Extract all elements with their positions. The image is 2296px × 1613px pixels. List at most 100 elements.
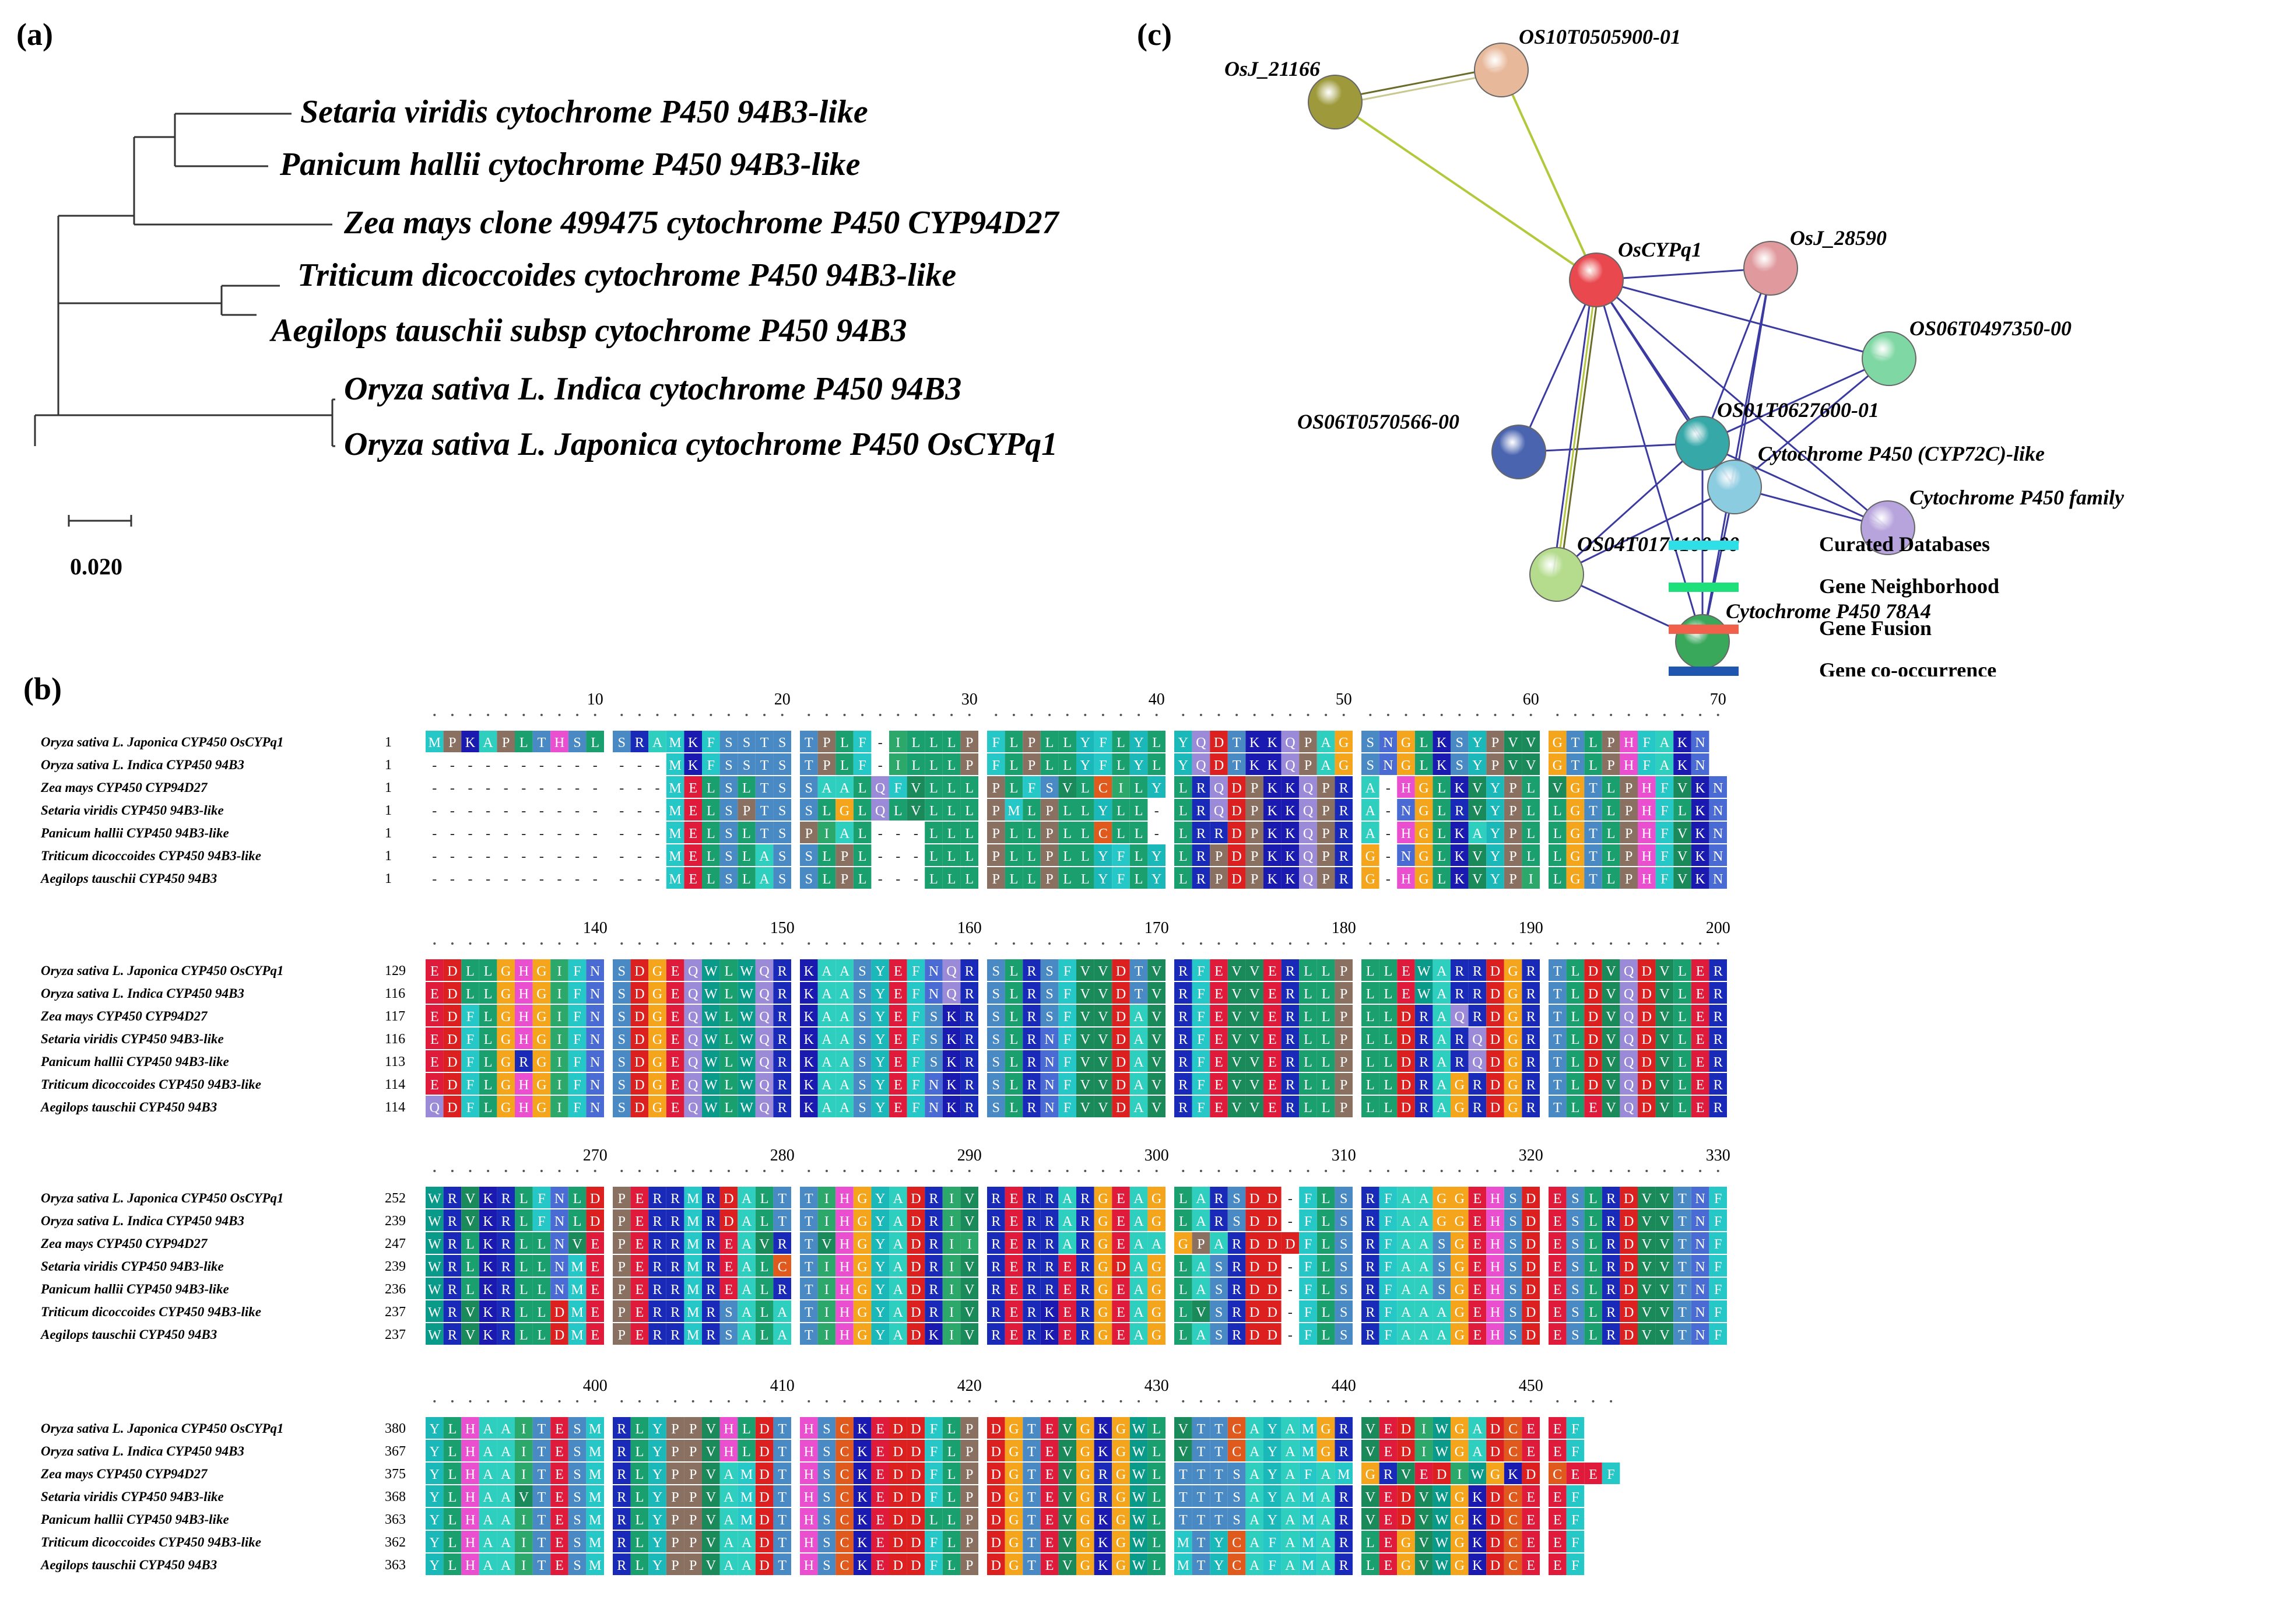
residue-letter: R <box>1286 964 1295 979</box>
network-node-cypfam[interactable] <box>1860 500 1915 555</box>
residue-letter: D <box>1526 1282 1536 1298</box>
residue-letter: R <box>1526 1100 1536 1116</box>
residue-letter: T <box>760 781 769 796</box>
residue-letter: T <box>760 735 769 751</box>
residue-cell <box>443 1096 462 1117</box>
residue-letter: D <box>911 1282 921 1298</box>
ruler-dot <box>1440 942 1443 945</box>
residue-letter: R <box>778 1055 787 1070</box>
residue-letter: S <box>778 758 786 773</box>
residue-letter: T <box>805 1328 813 1343</box>
residue-letter: D <box>1249 1305 1259 1320</box>
ruler-dot <box>451 1170 454 1172</box>
ruler-dot <box>620 714 623 716</box>
residue-letter: A <box>1401 1282 1412 1298</box>
residue-cell <box>1504 867 1522 889</box>
residue-letter: Q <box>1303 826 1313 841</box>
residue-letter: S <box>858 1032 866 1047</box>
residue-letter: K <box>1472 1513 1483 1528</box>
residue-cell <box>1040 844 1059 866</box>
residue-letter: E <box>725 1237 733 1252</box>
residue-letter: R <box>1339 804 1349 819</box>
network-node-osj28590[interactable] <box>1743 241 1798 296</box>
residue-letter: E <box>1384 1490 1393 1505</box>
residue-letter: A <box>1133 1260 1144 1275</box>
residue-letter: L <box>1553 804 1562 819</box>
network-node-cyp72c[interactable] <box>1707 460 1762 514</box>
residue-cell <box>1468 776 1487 798</box>
residue-letter: S <box>1456 735 1463 751</box>
residue-letter: S <box>573 1467 581 1482</box>
ruler-dot <box>825 942 828 945</box>
ruler-dot <box>1494 1170 1497 1172</box>
residue-letter: A <box>1249 1490 1260 1505</box>
residue-letter: E <box>1045 1422 1054 1437</box>
residue-cell <box>835 731 854 752</box>
residue-letter: E <box>591 1328 599 1343</box>
network-node-oscypq1[interactable] <box>1569 253 1624 307</box>
residue-letter: - <box>655 872 660 887</box>
residue-letter: W <box>1132 1444 1146 1460</box>
residue-cell <box>461 1096 479 1117</box>
residue-cell <box>613 1232 631 1254</box>
residue-letter: T <box>1197 1558 1206 1573</box>
network-node-cyp78a4[interactable] <box>1675 614 1730 669</box>
ruler-dot <box>1199 942 1202 945</box>
residue-cell <box>461 1209 479 1231</box>
residue-letter: V <box>1659 1100 1670 1116</box>
residue-letter: F <box>1571 1444 1579 1460</box>
residue-letter: K <box>483 1328 493 1343</box>
network-node-os06t570[interactable] <box>1491 425 1546 479</box>
network-node-osj21166[interactable] <box>1308 75 1363 129</box>
residue-letter: R <box>991 1191 1000 1207</box>
residue-cell <box>1058 1187 1076 1208</box>
residue-cell <box>648 1096 666 1117</box>
residue-letter: - <box>504 849 508 864</box>
ruler-dot <box>540 942 543 945</box>
residue-letter: A <box>1659 735 1670 751</box>
network-edge <box>1556 279 1598 575</box>
residue-cell <box>702 753 720 775</box>
residue-cell <box>684 1209 702 1231</box>
residue-letter: R <box>652 1214 662 1229</box>
residue-letter: S <box>778 826 786 841</box>
residue-letter: R <box>1178 1078 1188 1093</box>
residue-letter: P <box>448 735 456 751</box>
residue-cell <box>1245 776 1263 798</box>
residue-cell <box>1602 1050 1620 1072</box>
residue-letter: K <box>1472 1490 1483 1505</box>
residue-cell <box>1023 1209 1041 1231</box>
residue-cell <box>1361 982 1379 1004</box>
residue-cell <box>1316 1050 1335 1072</box>
residue-letter: L <box>1179 1260 1188 1275</box>
residue-letter: L <box>1553 849 1562 864</box>
ruler-dot <box>1030 942 1033 945</box>
residue-cell <box>1094 1232 1112 1254</box>
residue-letter: T <box>1589 826 1598 841</box>
network-node-os01t[interactable] <box>1675 416 1730 471</box>
residue-cell <box>515 1096 533 1117</box>
residue-cell <box>1040 1187 1059 1208</box>
residue-letter: L <box>760 1191 769 1207</box>
residue-letter: A <box>840 1055 850 1070</box>
ruler-dot <box>1681 714 1684 716</box>
residue-letter: L <box>448 1490 457 1505</box>
residue-letter: K <box>1249 758 1260 773</box>
residue-letter: P <box>1607 758 1614 773</box>
residue-cell <box>1504 1096 1522 1117</box>
ruler-dot <box>1182 942 1185 945</box>
network-node-os10t[interactable] <box>1474 43 1529 97</box>
alignment-start-position: 380 <box>385 1421 406 1436</box>
network-node-os04t[interactable] <box>1529 547 1584 602</box>
residue-cell <box>738 1209 756 1231</box>
network-node-os06t497[interactable] <box>1862 331 1916 386</box>
residue-cell <box>1227 731 1246 752</box>
residue-cell <box>800 1187 818 1208</box>
residue-cell <box>1263 822 1282 843</box>
residue-cell <box>925 959 943 981</box>
residue-letter: E <box>1553 1214 1562 1229</box>
residue-letter: K <box>1268 804 1278 819</box>
ruler-dot <box>1440 1170 1443 1172</box>
residue-cell <box>586 1028 604 1049</box>
residue-letter: - <box>619 758 624 773</box>
